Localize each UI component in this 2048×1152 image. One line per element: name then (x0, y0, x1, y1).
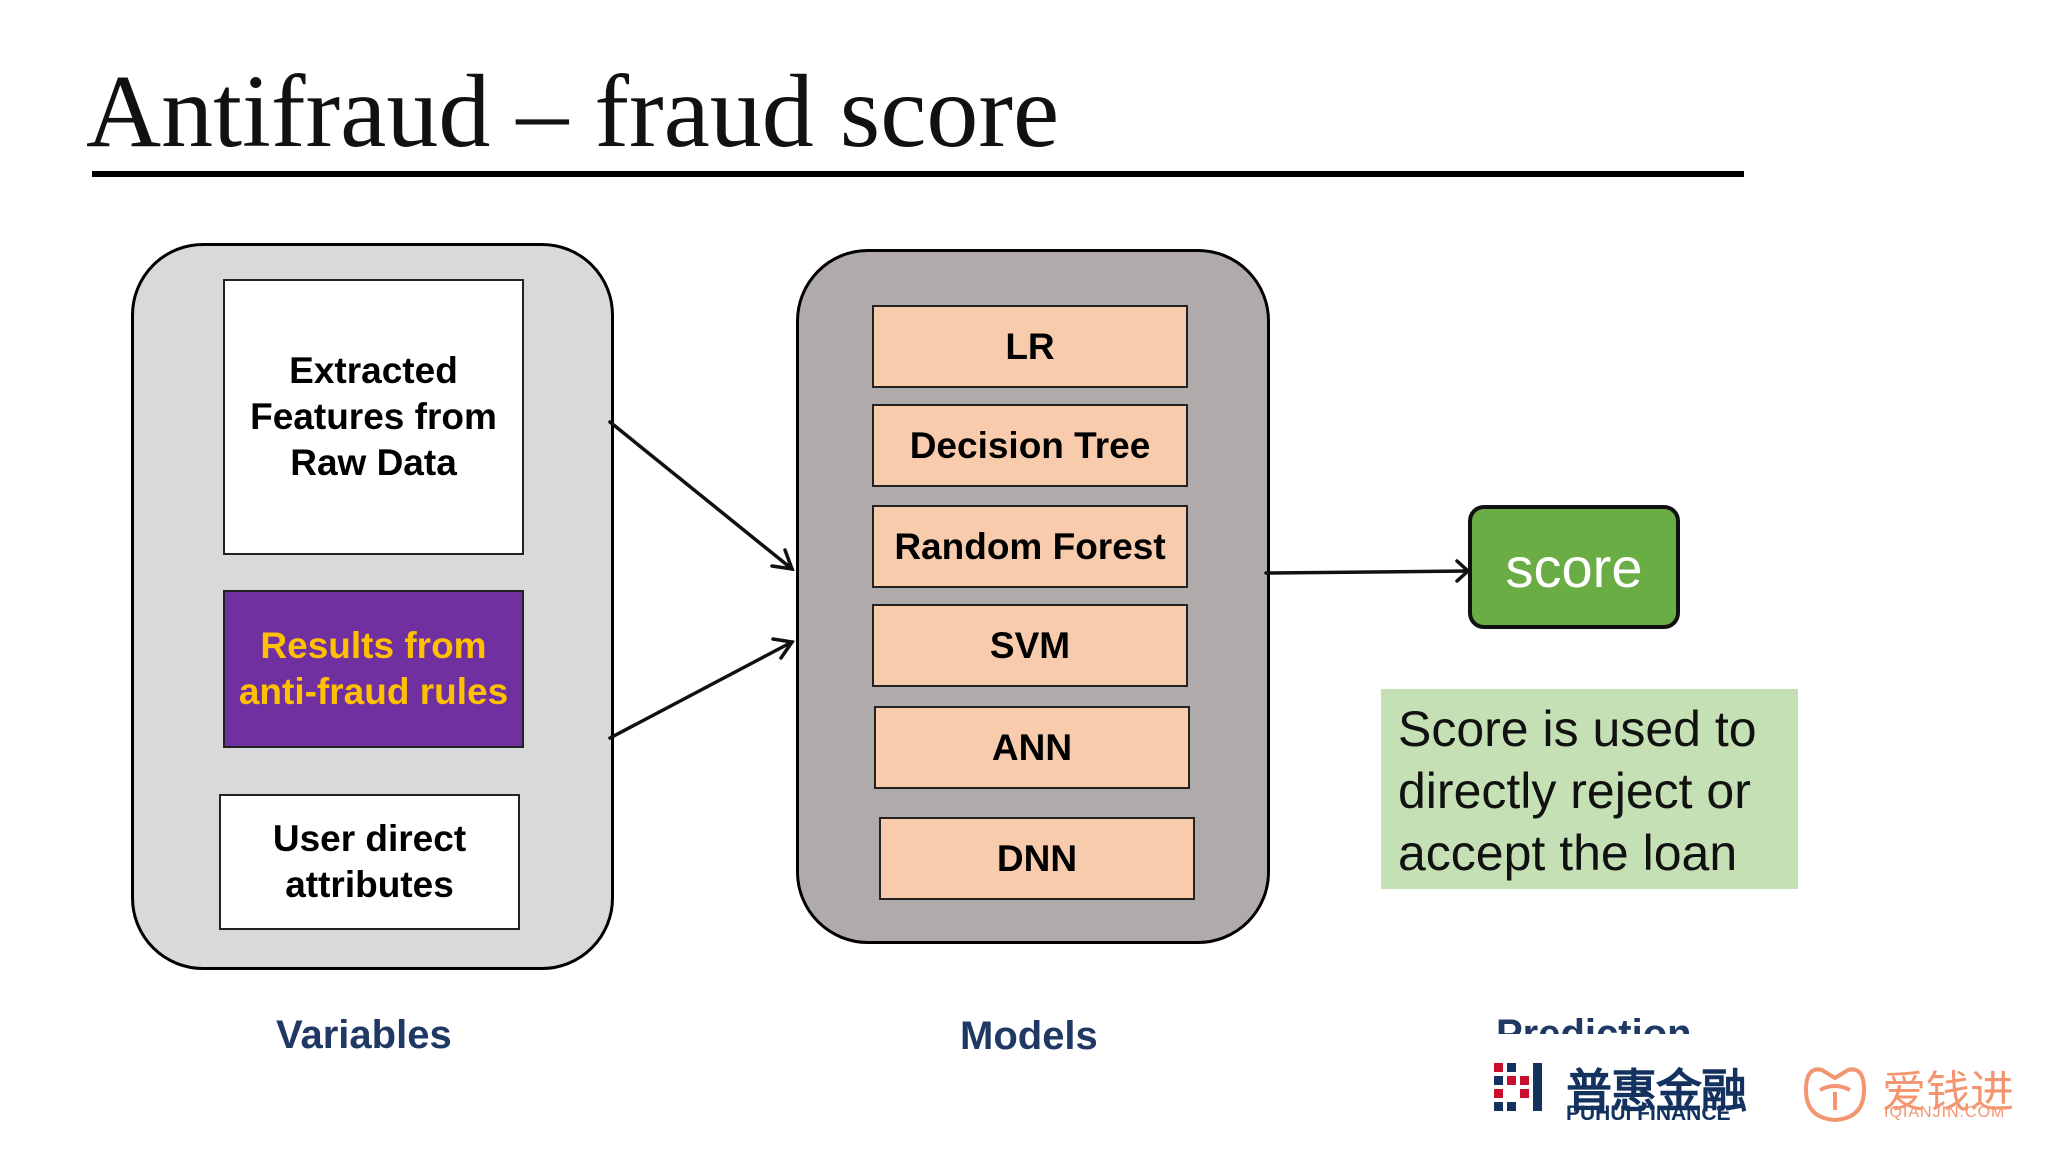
iqianjin-logo: 爱钱进 IQIANJIN.COM (1800, 1056, 2020, 1128)
title-underline (92, 171, 1744, 177)
slide-title: Antifraud – fraud score (86, 54, 1060, 169)
puhui-logo-mark-icon (1494, 1063, 1542, 1111)
iqianjin-logo-chinese: 爱钱进 (1882, 1068, 2014, 1117)
user-attributes-box: User direct attributes (219, 794, 520, 930)
models-label: Models (960, 1014, 1098, 1058)
iqianjin-cat-icon (1803, 1067, 1867, 1123)
puhui-finance-logo: 普惠金融 PUHUI FINANCE (1494, 1057, 1747, 1125)
variables-label: Variables (276, 1013, 452, 1057)
arrow-features-to-models (608, 420, 794, 571)
model-dnn: DNN (879, 817, 1195, 900)
arrow-models-to-score (1264, 569, 1470, 575)
score-usage-note: Score is used to directly reject or acce… (1381, 689, 1798, 889)
model-ann: ANN (874, 706, 1190, 789)
prediction-label: Prediction (1496, 1012, 1692, 1034)
model-decision-tree: Decision Tree (872, 404, 1188, 487)
anti-fraud-rules-box: Results from anti-fraud rules (223, 590, 524, 748)
extracted-features-box: Extracted Features from Raw Data (223, 279, 524, 555)
model-svm: SVM (872, 604, 1188, 687)
prediction-label-clipped: Prediction (1496, 1012, 1716, 1034)
puhui-logo-english: PUHUI FINANCE (1566, 1102, 1731, 1125)
model-lr: LR (872, 305, 1188, 388)
arrow-rules-to-models (608, 640, 794, 740)
puhui-logo-chinese: 普惠金融 (1566, 1065, 1747, 1117)
score-box: score (1468, 505, 1680, 629)
model-random-forest: Random Forest (872, 505, 1188, 588)
iqianjin-logo-english: IQIANJIN.COM (1884, 1104, 2006, 1121)
